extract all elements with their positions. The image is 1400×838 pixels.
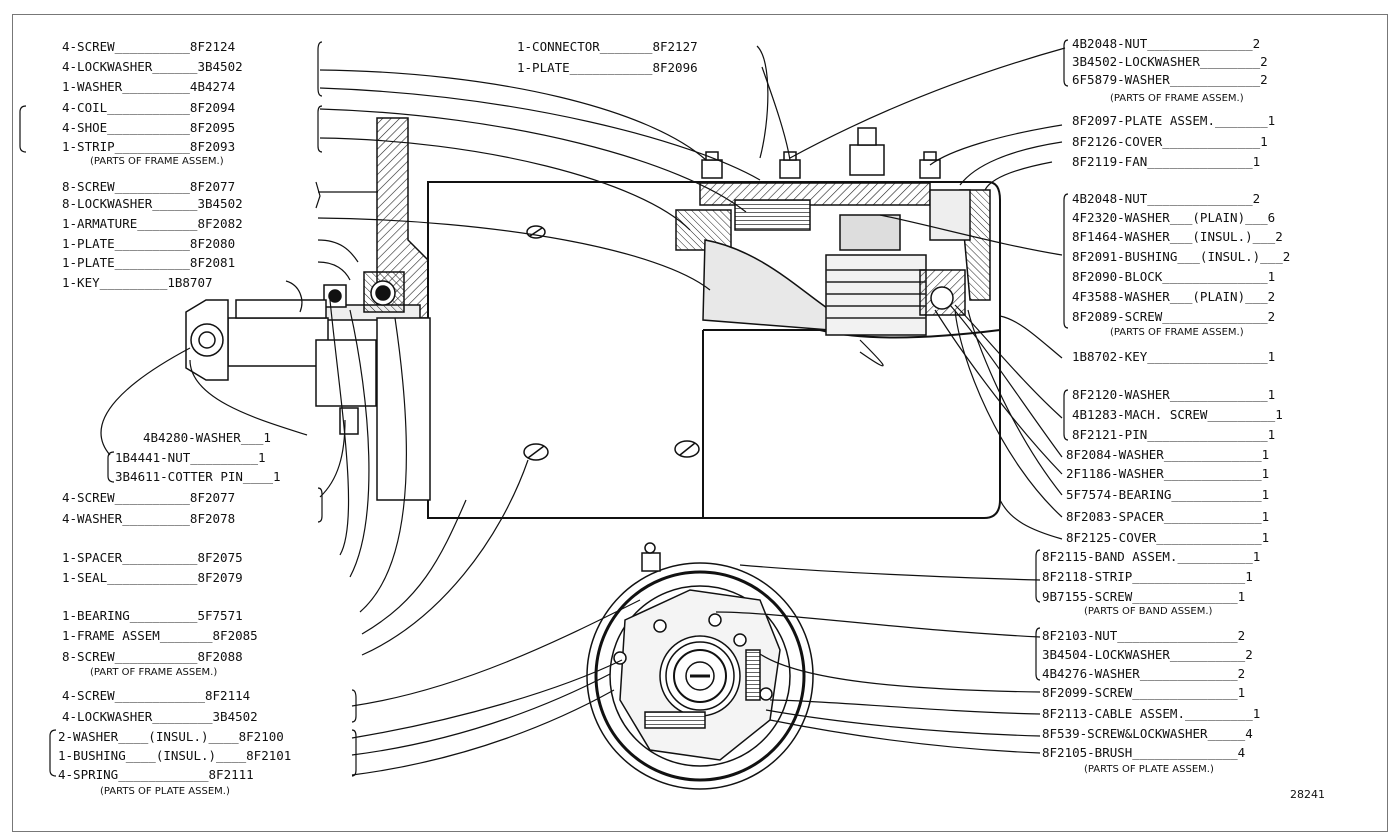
label-lockwasher-3b4502-r: 3B4502-LOCKWASHER________2 [1072, 54, 1268, 69]
note-parts-of-plate-assem-r: (PARTS OF PLATE ASSEM.) [1084, 764, 1214, 775]
leader-lines [100, 45, 1066, 776]
label-screw-lockwasher-8f539: 8F539-SCREW&LOCKWASHER_____4 [1042, 726, 1253, 741]
label-plate-8f2081: 1-PLATE__________8F2081 [62, 255, 236, 270]
label-screw-8f2088: 8-SCREW___________8F2088 [62, 649, 243, 664]
label-lockwasher-3b4504: 3B4504-LOCKWASHER__________2 [1042, 647, 1253, 662]
label-seal-8f2079: 1-SEAL____________8F2079 [62, 570, 243, 585]
label-screw-8f2114: 4-SCREW____________8F2114 [62, 688, 251, 703]
brush-plate-end-view [586, 542, 814, 790]
label-connector-8f2127: 1-CONNECTOR_______8F2127 [517, 39, 698, 54]
label-armature-8f2082: 1-ARMATURE________8F2082 [62, 216, 243, 231]
note-parts-of-frame-assem: (PARTS OF FRAME ASSEM.) [90, 156, 224, 167]
note-part-of-frame-assem: (PART OF FRAME ASSEM.) [90, 667, 218, 678]
label-screw-8f2099: 8F2099-SCREW______________1 [1042, 685, 1246, 700]
label-key-1b8707: 1-KEY_________1B8707 [62, 275, 213, 290]
note-parts-of-frame-assem-r2: (PARTS OF FRAME ASSEM.) [1110, 327, 1244, 338]
label-coil-8f2094: 4-COIL___________8F2094 [62, 100, 236, 115]
label-cover-8f2125: 8F2125-COVER______________1 [1066, 530, 1270, 545]
label-cover-8f2126: 8F2126-COVER_____________1 [1072, 134, 1268, 149]
label-bushing-insul-8f2101: 1-BUSHING____(INSUL.)____8F2101 [58, 748, 292, 763]
label-nut-4b2048: 4B2048-NUT______________2 [1072, 36, 1261, 51]
housing-screws [523, 225, 700, 461]
label-nut-4b2048-b: 4B2048-NUT______________2 [1072, 191, 1261, 206]
label-bearing-5f7574: 5F7574-BEARING____________1 [1066, 487, 1270, 502]
note-parts-of-frame-assem-r1: (PARTS OF FRAME ASSEM.) [1110, 93, 1244, 104]
label-washer-4b4276: 4B4276-WASHER_____________2 [1042, 666, 1246, 681]
brackets [19, 39, 1069, 777]
label-spring-8f2111: 4-SPRING____________8F2111 [58, 767, 254, 782]
label-washer-4b4280: 4B4280-WASHER___1 [143, 430, 271, 445]
label-frame-assem-8f2085: 1-FRAME ASSEM_______8F2085 [62, 628, 258, 643]
label-strip-8f2118: 8F2118-STRIP_______________1 [1042, 569, 1253, 584]
label-screw-8f2124: 4-SCREW__________8F2124 [62, 39, 236, 54]
drive-end-flange [319, 117, 431, 501]
label-brush-8f2105: 8F2105-BRUSH______________4 [1042, 745, 1246, 760]
note-parts-of-plate-assem: (PARTS OF PLATE ASSEM.) [100, 786, 230, 797]
label-plate-8f2080: 1-PLATE__________8F2080 [62, 236, 236, 251]
label-cable-assem-8f2113: 8F2113-CABLE ASSEM._________1 [1042, 706, 1261, 721]
label-washer-plain-4f3588: 4F3588-WASHER___(PLAIN)___2 [1072, 289, 1276, 304]
label-nut-8f2103: 8F2103-NUT________________2 [1042, 628, 1246, 643]
label-screw-8f2089: 8F2089-SCREW______________2 [1072, 309, 1276, 324]
cutaway-top [675, 182, 991, 336]
label-washer-8f2078: 4-WASHER_________8F2078 [62, 511, 236, 526]
label-screw-9b7155: 9B7155-SCREW______________1 [1042, 589, 1246, 604]
label-mach-screw-4b1283: 4B1283-MACH. SCREW_________1 [1072, 407, 1283, 422]
label-band-assem-8f2115: 8F2115-BAND ASSEM.__________1 [1042, 549, 1261, 564]
label-washer-insul-8f1464: 8F1464-WASHER___(INSUL.)___2 [1072, 229, 1283, 244]
label-lockwasher-3b4502-c: 4-LOCKWASHER________3B4502 [62, 709, 258, 724]
label-washer-2f1186: 2F1186-WASHER_____________1 [1066, 466, 1270, 481]
label-lockwasher-3b4502-b: 8-LOCKWASHER______3B4502 [62, 196, 243, 211]
top-terminals [701, 127, 941, 179]
label-washer-8f2084: 8F2084-WASHER_____________1 [1066, 447, 1270, 462]
label-fan-8f2119: 8F2119-FAN______________1 [1072, 154, 1261, 169]
label-cotter-pin-3b4611: 3B4611-COTTER PIN____1 [115, 469, 281, 484]
label-shoe-8f2095: 4-SHOE___________8F2095 [62, 120, 236, 135]
label-lockwasher-3b4502: 4-LOCKWASHER______3B4502 [62, 59, 243, 74]
label-plate-assem-8f2097: 8F2097-PLATE ASSEM._______1 [1072, 113, 1276, 128]
label-bushing-insul-8f2091: 8F2091-BUSHING___(INSUL.)___2 [1072, 249, 1291, 264]
label-bearing-5f7571: 1-BEARING_________5F7571 [62, 608, 243, 623]
note-parts-of-band-assem: (PARTS OF BAND ASSEM.) [1084, 606, 1213, 617]
label-screw-8f2077-b: 4-SCREW__________8F2077 [62, 490, 236, 505]
label-nut-1b4441: 1B4441-NUT_________1 [115, 450, 266, 465]
label-pin-8f2121: 8F2121-PIN________________1 [1072, 427, 1276, 442]
label-washer-insul-8f2100: 2-WASHER____(INSUL.)____8F2100 [58, 729, 284, 744]
label-spacer-8f2083: 8F2083-SPACER_____________1 [1066, 509, 1270, 524]
label-spacer-8f2075: 1-SPACER__________8F2075 [62, 550, 243, 565]
label-screw-8f2077: 8-SCREW__________8F2077 [62, 179, 236, 194]
label-washer-6f5879: 6F5879-WASHER____________2 [1072, 72, 1268, 87]
label-strip-8f2093: 1-STRIP__________8F2093 [62, 139, 236, 154]
label-washer-8f2120: 8F2120-WASHER_____________1 [1072, 387, 1276, 402]
shaft-assembly [185, 299, 377, 435]
figure-number: 28241 [1290, 788, 1325, 801]
label-washer-4b4274: 1-WASHER_________4B4274 [62, 79, 236, 94]
label-washer-plain-4f2320: 4F2320-WASHER___(PLAIN)___6 [1072, 210, 1276, 225]
label-block-8f2090: 8F2090-BLOCK______________1 [1072, 269, 1276, 284]
label-plate-8f2096: 1-PLATE___________8F2096 [517, 60, 698, 75]
label-key-1b8702: 1B8702-KEY________________1 [1072, 349, 1276, 364]
